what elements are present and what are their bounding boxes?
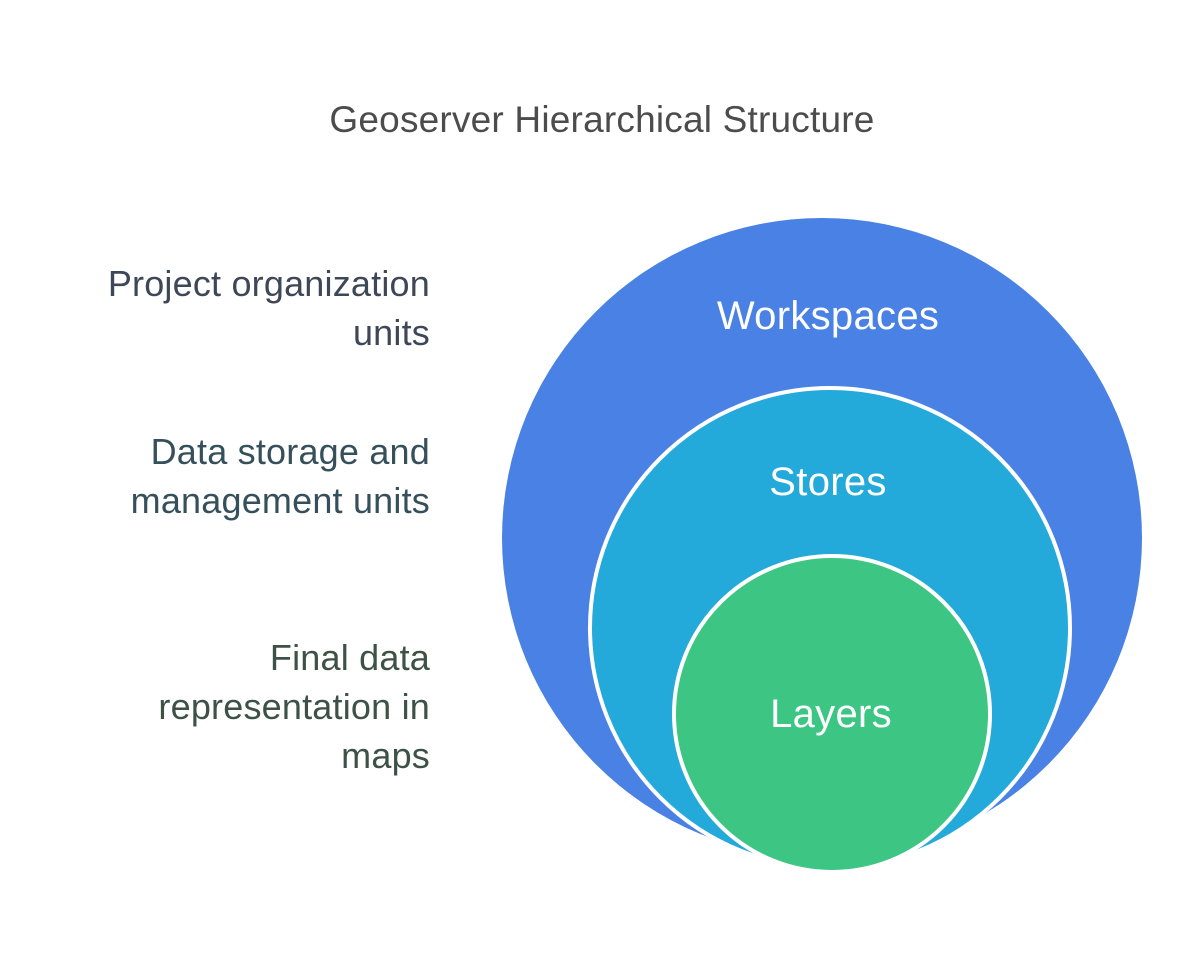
description-line: management units bbox=[130, 480, 430, 521]
stores-label: Stores bbox=[769, 460, 886, 504]
description-line: representation in bbox=[158, 686, 430, 727]
layers-label: Layers bbox=[770, 692, 892, 736]
stores-description: Data storage and management units bbox=[0, 427, 430, 525]
description-line: Data storage and bbox=[150, 431, 430, 472]
workspaces-label: Workspaces bbox=[717, 294, 939, 338]
description-line: units bbox=[352, 312, 430, 353]
description-line: Final data bbox=[269, 637, 430, 678]
description-line: maps bbox=[341, 735, 430, 776]
page-title: Geoserver Hierarchical Structure bbox=[329, 99, 875, 140]
description-line: Project organization bbox=[107, 263, 430, 304]
layers-circle bbox=[672, 554, 992, 874]
workspaces-description: Project organization units bbox=[0, 259, 430, 357]
layers-description: Final data representation in maps bbox=[0, 633, 430, 780]
